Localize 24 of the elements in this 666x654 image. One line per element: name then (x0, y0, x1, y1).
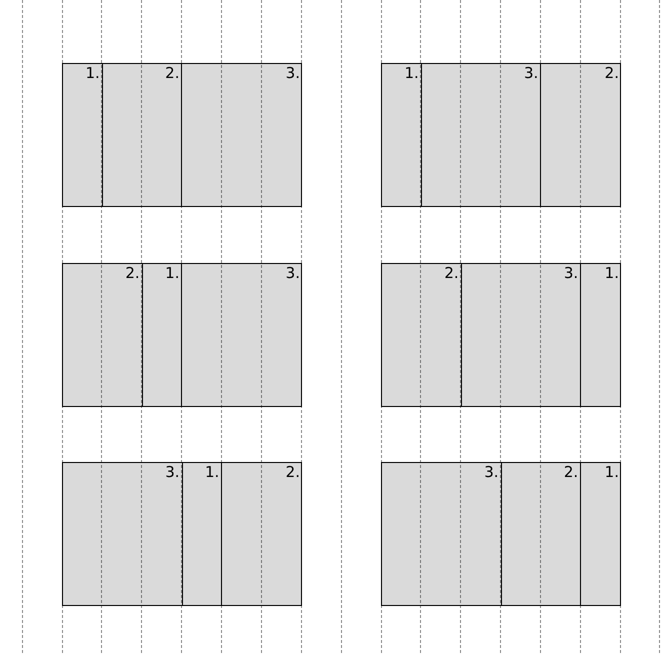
panel-box (381, 63, 621, 207)
section-number: 2. (604, 66, 619, 81)
section-number: 3. (286, 266, 300, 281)
section-number: 1. (604, 266, 619, 281)
section-number: 2. (125, 266, 140, 281)
section-number: 2. (564, 465, 578, 480)
section-number: 2. (286, 465, 300, 480)
panel-box (62, 63, 302, 207)
section-number: 1. (86, 66, 100, 81)
section-number: 3. (524, 66, 538, 81)
section-number: 3. (165, 465, 180, 480)
panel-box (62, 263, 302, 407)
section-number: 3. (564, 266, 578, 281)
panel-box (381, 263, 621, 407)
section-number: 2. (444, 266, 459, 281)
section-number: 2. (165, 66, 180, 81)
section-number: 1. (205, 465, 220, 480)
section-number: 1. (604, 465, 619, 480)
section-number: 3. (484, 465, 498, 480)
panel-box (62, 462, 302, 606)
section-number: 3. (286, 66, 300, 81)
panel-box (381, 462, 621, 606)
section-number: 1. (404, 66, 419, 81)
section-number: 1. (165, 266, 180, 281)
